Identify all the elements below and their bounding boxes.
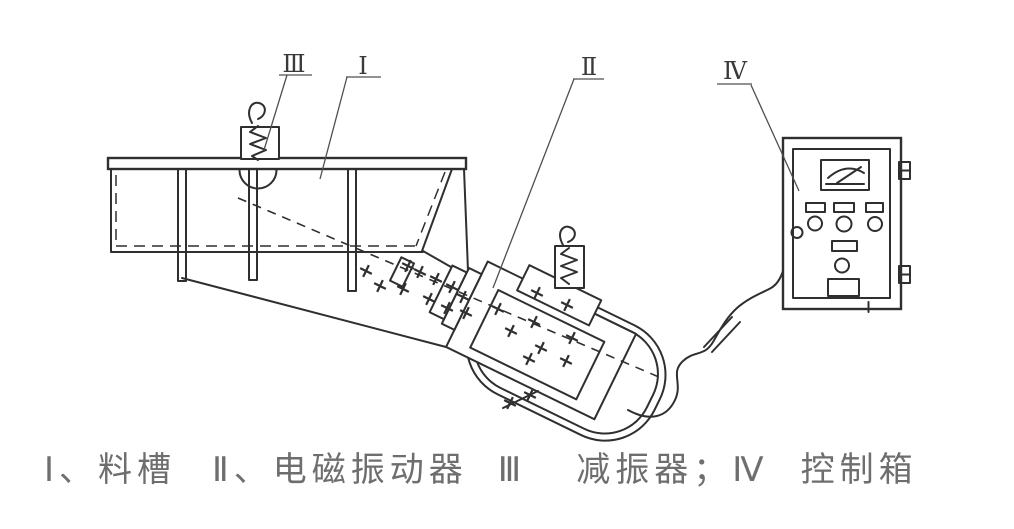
legend-item-controlbox: 控制箱 (800, 450, 918, 490)
hinge-top-icon (898, 161, 911, 180)
panel-meter (820, 159, 870, 191)
label-IV: Ⅳ (723, 57, 748, 85)
legend-item-damper-ref: Ⅲ (497, 450, 527, 490)
trough-end-wall (421, 168, 453, 252)
damper-left-box (240, 126, 280, 160)
legend-item-vibrator: Ⅱ、电磁振动器 (212, 450, 468, 490)
door-handle (790, 226, 804, 239)
power-cable (627, 270, 784, 418)
hanger-rod-middle (248, 168, 258, 281)
trough-bottom-chute (181, 277, 447, 348)
control-box (781, 136, 911, 313)
label-vibrator-ref: Ⅱ (492, 53, 604, 289)
label-trough-ref: Ⅰ (319, 52, 381, 180)
vibrator-assembly (428, 260, 667, 442)
trough-outlet-lip (422, 250, 452, 268)
legend-item-damper: 减振器；Ⅳ (576, 450, 769, 490)
trough-assembly (106, 156, 469, 348)
damper-left-hook-icon (248, 101, 266, 124)
trough-inner-dashed (115, 171, 446, 247)
indicator-window-1 (805, 202, 826, 213)
damper-left-spring (249, 125, 267, 161)
knob-2 (835, 215, 853, 233)
label-II: Ⅱ (581, 53, 597, 81)
damper-right (554, 225, 585, 289)
indicator-window-2 (833, 202, 855, 213)
legend-item-trough: Ⅰ、料槽 (44, 450, 177, 490)
cable-break-icon (703, 316, 741, 353)
panel-plate (831, 240, 858, 252)
frame-bar (106, 156, 468, 171)
damper-right-spring (560, 247, 578, 285)
trough-dome (238, 169, 278, 190)
label-damper-ref: Ⅲ (263, 50, 312, 151)
label-I: Ⅰ (358, 52, 367, 80)
hanger-rod-left (177, 168, 187, 282)
vibrator-core (469, 289, 606, 401)
damper-right-hook-icon (559, 225, 576, 246)
damper-right-box (554, 245, 585, 289)
hanger-rod-right (347, 168, 357, 292)
hinge-bottom-icon (898, 265, 911, 284)
meter-scale-arc (827, 167, 865, 179)
trough-outline (110, 168, 424, 253)
knob-3 (867, 216, 883, 232)
knob-4 (834, 257, 850, 274)
label-III: Ⅲ (282, 50, 305, 78)
legend-caption: Ⅰ、料槽 Ⅱ、电磁振动器 Ⅲ 减振器；Ⅳ 控制箱 (44, 442, 918, 491)
indicator-window-3 (865, 202, 884, 213)
trough-right-wall (463, 168, 469, 272)
panel-bottom-plate (827, 278, 860, 297)
bolt-mark (500, 385, 540, 413)
damper-left (240, 101, 280, 161)
label-controlbox-ref: Ⅳ (717, 57, 800, 192)
meter-needle (836, 166, 862, 184)
knob-1 (807, 215, 823, 232)
